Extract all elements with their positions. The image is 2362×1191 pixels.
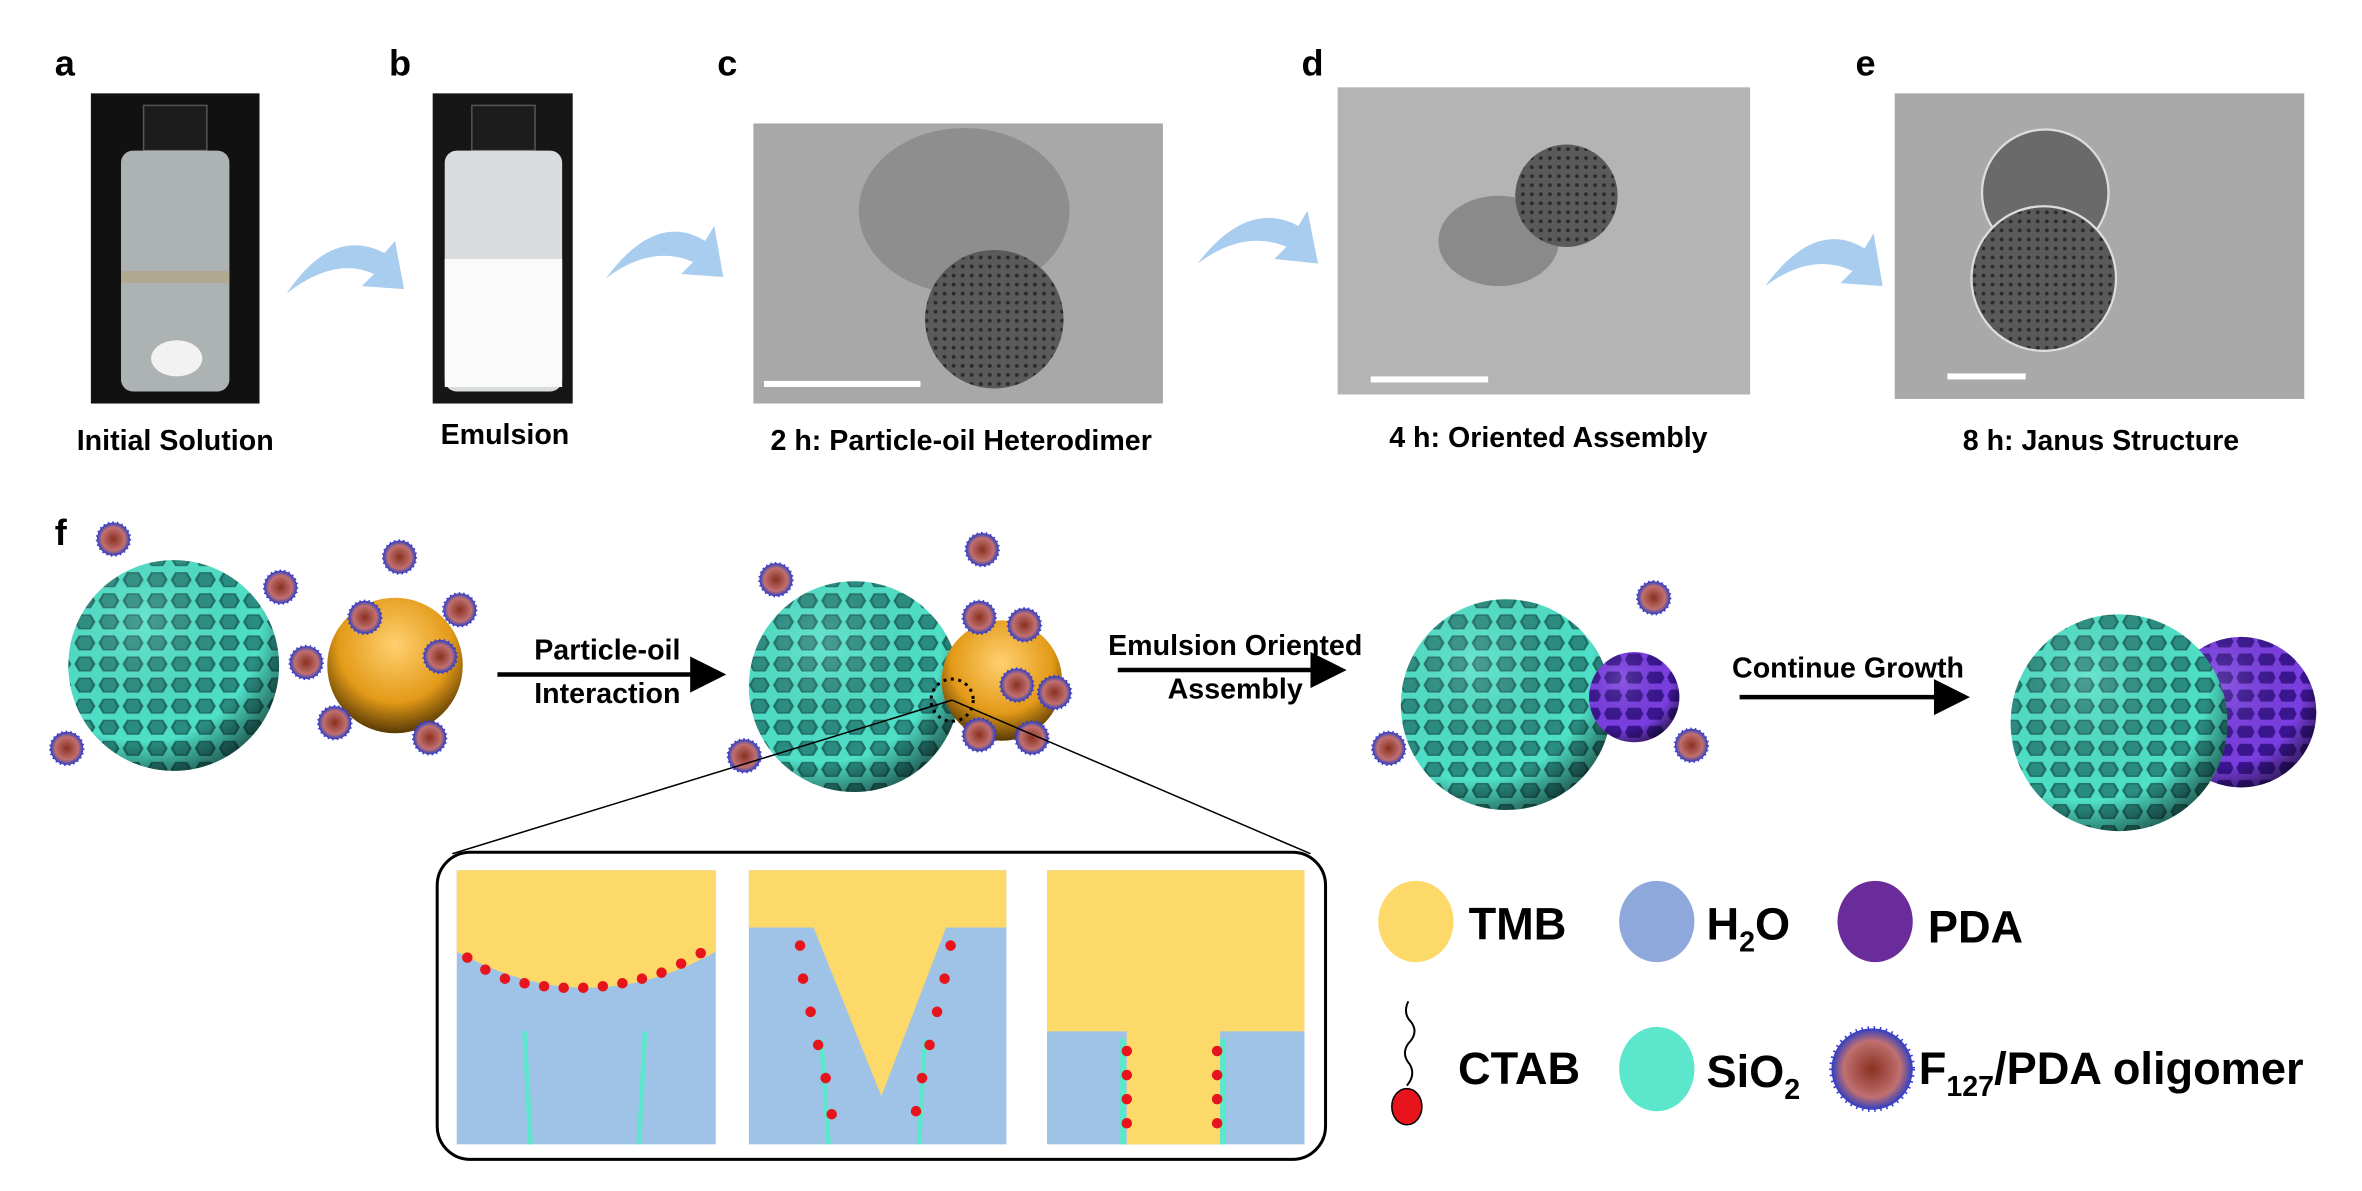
- panel-label-f: f: [55, 512, 68, 553]
- ctab-icon: [1391, 1000, 1423, 1126]
- h2o-swatch: [1619, 880, 1695, 963]
- scale-bar: [1947, 373, 2026, 380]
- panel-label-b: b: [389, 42, 411, 83]
- curved-arrow-icon: [1765, 233, 1883, 287]
- silica-particle: [68, 560, 280, 771]
- step-label: Emulsion Oriented: [1108, 630, 1362, 662]
- legend-pda: PDA: [1928, 902, 2023, 953]
- janus-particle: [2010, 614, 2317, 832]
- legend-f127: F127/PDA oligomer: [1919, 1043, 2304, 1103]
- step-label: Continue Growth: [1732, 653, 1964, 685]
- vial-photo-initial: [90, 93, 260, 404]
- panel-label-a: a: [55, 42, 76, 83]
- zoom-line: [452, 699, 953, 855]
- scale-bar: [763, 380, 921, 387]
- caption-emulsion: Emulsion: [441, 419, 570, 451]
- legend-tmb: TMB: [1469, 899, 1567, 950]
- scale-bar: [1370, 376, 1489, 383]
- interface-inset: [435, 850, 1328, 1161]
- step-label: Interaction: [534, 678, 680, 710]
- tem-image-2h: [753, 123, 1163, 404]
- tmb-swatch: [1378, 880, 1454, 963]
- caption-initial-solution: Initial Solution: [77, 425, 274, 457]
- f127-micelle-icon: [1829, 1026, 1916, 1112]
- heterodimer-particle: [726, 531, 1073, 792]
- legend-h2o: H2O: [1706, 899, 1790, 959]
- curved-arrow-icon: [605, 225, 724, 279]
- sio2-swatch: [1619, 1026, 1695, 1112]
- panel-label-c: c: [717, 42, 737, 83]
- pda-swatch: [1837, 880, 1913, 963]
- inset-panel-1: [456, 870, 716, 1145]
- progress-arrows: [286, 210, 1883, 294]
- caption-heterodimer: 2 h: Particle-oil Heterodimer: [770, 425, 1151, 457]
- zoom-line: [951, 699, 1311, 855]
- panel-label-d: d: [1301, 42, 1323, 83]
- legend: TMB H2O PDA CTAB SiO2 F127/PDA oligomer: [1378, 880, 2304, 1126]
- curved-arrow-icon: [286, 240, 405, 294]
- caption-oriented-assembly: 4 h: Oriented Assembly: [1389, 422, 1707, 454]
- panel-label-e: e: [1856, 42, 1876, 83]
- caption-janus: 8 h: Janus Structure: [1963, 425, 2239, 457]
- tem-image-4h: [1337, 87, 1751, 395]
- legend-sio2: SiO2: [1706, 1046, 1800, 1106]
- oriented-assembly-particle: [1371, 580, 1710, 811]
- curved-arrow-icon: [1197, 210, 1319, 264]
- inset-panel-2: [748, 870, 1007, 1145]
- tem-image-8h: [1894, 93, 2305, 400]
- legend-ctab: CTAB: [1458, 1043, 1580, 1094]
- vial-photo-emulsion: [432, 93, 573, 404]
- inset-panel-3: [1046, 870, 1305, 1145]
- step-label: Particle-oil: [534, 634, 680, 666]
- step-label: Assembly: [1168, 674, 1303, 706]
